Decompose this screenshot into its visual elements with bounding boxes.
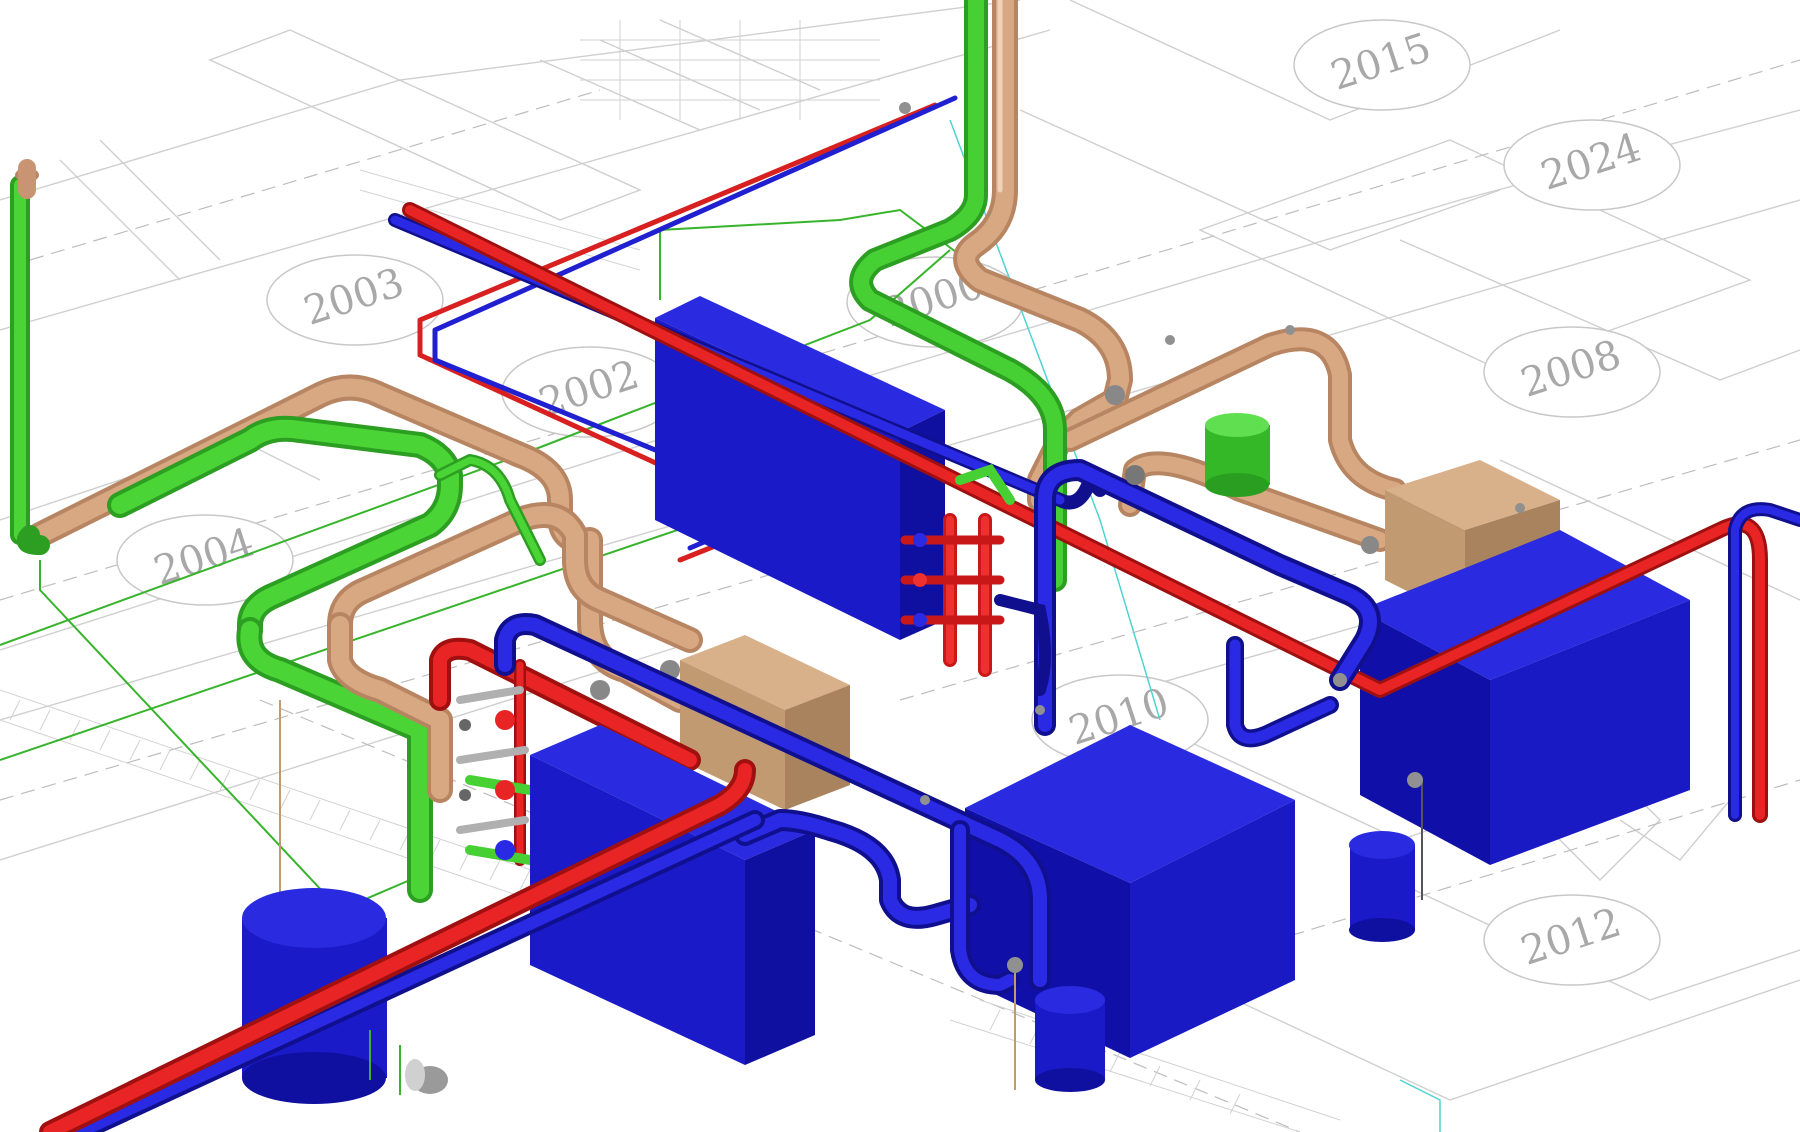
- pipe-fittings: [899, 102, 1525, 973]
- expansion-vessel-green: [1205, 413, 1270, 497]
- room-bubbles: 2015 2024 2003 2000 2002 2008 2004 2010 …: [116, 19, 1681, 986]
- room-bubble-2003: [266, 254, 444, 346]
- right-boiler-unit: [1360, 460, 1690, 865]
- expansion-vessel-right: [1349, 780, 1423, 942]
- circulation-pump: [369, 1030, 448, 1095]
- main-trunk-pipes: [39, 759, 765, 1132]
- room-bubble-2004: [116, 514, 294, 606]
- lower-blue-pipes: [494, 613, 1051, 995]
- valve-manifold-upper: [900, 385, 1379, 696]
- room-bubble-2012: [1483, 894, 1661, 986]
- expansion-vessel-middle: [1014, 960, 1105, 1092]
- main-diagonal-pipes: [388, 202, 1800, 823]
- room-bubble-2024: [1503, 119, 1681, 211]
- room-bubble-2015: [1293, 19, 1471, 111]
- room-bubble-2008: [1483, 326, 1661, 418]
- valve-manifold-left: [429, 637, 701, 866]
